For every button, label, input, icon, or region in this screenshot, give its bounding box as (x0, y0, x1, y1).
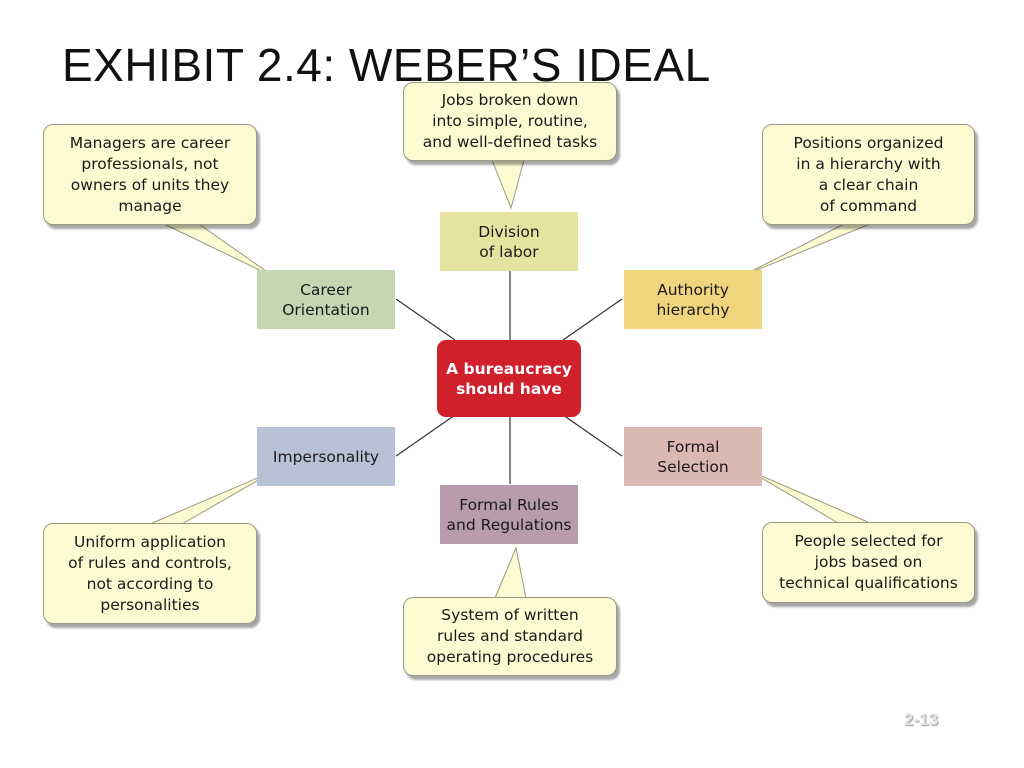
callout-formal-selection: People selected for jobs based on techni… (762, 522, 975, 603)
callout-impersonality: Uniform application of rules and control… (43, 523, 257, 624)
node-formal-selection: Formal Selection (624, 427, 762, 486)
callout-pointer-authority (741, 221, 876, 277)
callout-authority-hierarchy: Positions organized in a hierarchy with … (762, 124, 975, 225)
center-node-bureaucracy: A bureaucracy should have (437, 340, 581, 417)
node-career-orientation: Career Orientation (257, 270, 395, 329)
connector-line-authority (562, 298, 623, 341)
connector-line-career (395, 298, 456, 341)
node-formal-rules: Formal Rules and Regulations (440, 485, 578, 544)
node-authority-hierarchy: Authority hierarchy (624, 270, 762, 329)
callout-pointer-formal-selection (747, 469, 871, 524)
node-division-of-labor: Division of labor (440, 212, 578, 271)
page-number: 2-13 (904, 710, 939, 729)
callout-division-of-labor: Jobs broken down into simple, routine, a… (403, 82, 617, 161)
callout-pointer-division (491, 159, 525, 210)
connector-line-impersonality (395, 414, 456, 457)
connector-line-formal-selection (562, 414, 623, 457)
callout-career-orientation: Managers are career professionals, not o… (43, 124, 257, 225)
callout-pointer-formal-rules (494, 546, 527, 599)
node-impersonality: Impersonality (257, 427, 395, 486)
callout-formal-rules: System of written rules and standard ope… (403, 597, 617, 676)
